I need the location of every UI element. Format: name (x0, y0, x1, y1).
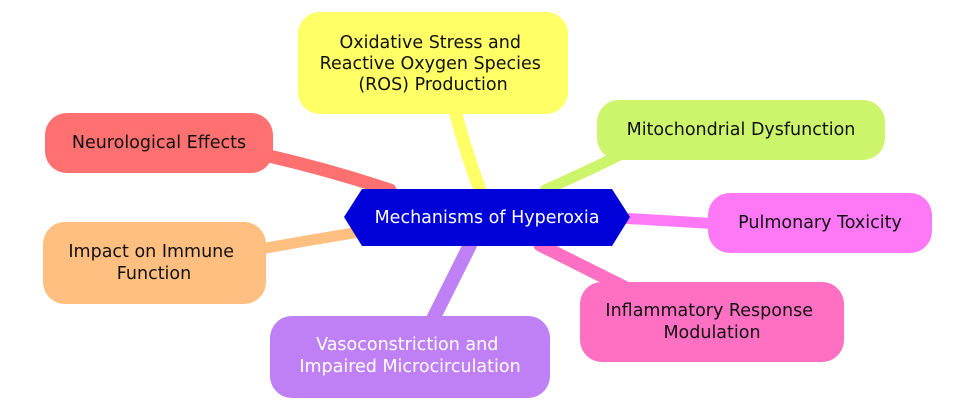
node-oxidative-line-3: (ROS) Production (358, 75, 507, 95)
node-oxidative-line-2: Reactive Oxygen Species (320, 54, 541, 74)
node-vasoconstriction-line-2: Impaired Microcirculation (299, 357, 520, 377)
svg-text:Pulmonary Toxicity: Pulmonary Toxicity (738, 213, 902, 233)
node-inflammatory-line-1: Inflammatory Response (605, 301, 813, 321)
node-neurological-effects: Neurological Effects (45, 113, 273, 173)
node-oxidative-stress: Oxidative Stress and Reactive Oxygen Spe… (298, 12, 568, 114)
node-mitochondrial-dysfunction: Mitochondrial Dysfunction (597, 100, 885, 160)
node-immune-line-1: Impact on Immune (68, 242, 234, 262)
node-vasoconstriction: Vasoconstriction and Impaired Microcircu… (270, 316, 550, 398)
node-pulmonary-line-1: Pulmonary Toxicity (738, 213, 902, 233)
svg-text:Mitochondrial Dysfunction: Mitochondrial Dysfunction (627, 120, 856, 140)
svg-text:Vasoconstriction and Imp: Vasoconstriction and Impaired Microcircu… (299, 335, 520, 377)
svg-text:Neurological Effects: Neurological Effects (72, 133, 246, 153)
node-inflammatory-line-2: Modulation (663, 323, 760, 343)
center-node-label: Mechanisms of Hyperoxia (375, 208, 600, 228)
center-node: Mechanisms of Hyperoxia (344, 189, 630, 246)
connector-oxidative (448, 103, 487, 197)
node-vasoconstriction-line-1: Vasoconstriction and (316, 335, 498, 355)
node-mitochondrial-line-1: Mitochondrial Dysfunction (627, 120, 856, 140)
connector-neurological (258, 148, 397, 197)
node-immune-line-2: Function (117, 264, 191, 284)
node-pulmonary-toxicity: Pulmonary Toxicity (708, 193, 932, 253)
connector-vasoconstriction (423, 238, 477, 332)
node-neurological-line-1: Neurological Effects (72, 133, 246, 153)
svg-text:Inflammatory Response Mo: Inflammatory Response Modulation (605, 301, 818, 343)
connector-immune (249, 226, 366, 256)
node-immune-function: Impact on Immune Function (43, 222, 266, 304)
node-inflammatory-response: Inflammatory Response Modulation (580, 282, 844, 362)
svg-text:Oxidative Stress and Rea: Oxidative Stress and Reactive Oxygen Spe… (320, 33, 547, 95)
svg-text:Impact on Immune Functio: Impact on Immune Function (68, 242, 239, 284)
node-oxidative-line-1: Oxidative Stress and (339, 33, 521, 53)
connector-pulmonary (614, 212, 726, 230)
connectors (249, 103, 726, 332)
